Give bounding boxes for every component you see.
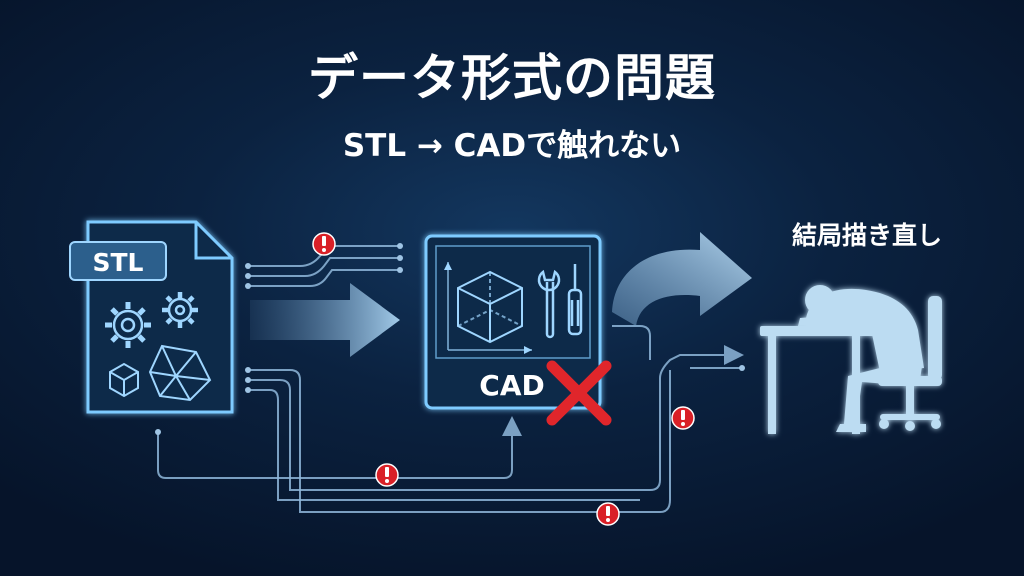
stl-document: STL: [69, 220, 234, 414]
result-label: 結局描き直し: [791, 221, 942, 250]
error-markers: [312, 232, 695, 526]
screwdriver-icon: [567, 264, 583, 336]
error-icon: [312, 232, 336, 256]
stl-badge: [69, 241, 167, 281]
cube-icon: [444, 262, 532, 354]
error-icon: [671, 406, 695, 430]
error-icon: [596, 502, 620, 526]
gear-icon: [105, 302, 151, 348]
cad-label: CAD: [479, 369, 544, 402]
gear-icon: [162, 292, 198, 328]
page-title: データ形式の問題: [308, 49, 716, 107]
connector-lines: [155, 243, 745, 513]
error-icon: [375, 463, 399, 487]
polyhedron-icon: [148, 344, 212, 402]
curved-arrow-icon: [612, 232, 752, 326]
cad-panel: CAD: [424, 234, 612, 426]
wrench-icon: [537, 269, 561, 339]
flow-arrow: [250, 283, 400, 357]
cross-icon: [546, 360, 612, 426]
person-at-desk-icon: [760, 285, 942, 434]
stl-badge-label: STL: [93, 248, 144, 277]
cube-icon: [109, 362, 139, 398]
page-subtitle: STL → CADで触れない: [342, 128, 682, 164]
